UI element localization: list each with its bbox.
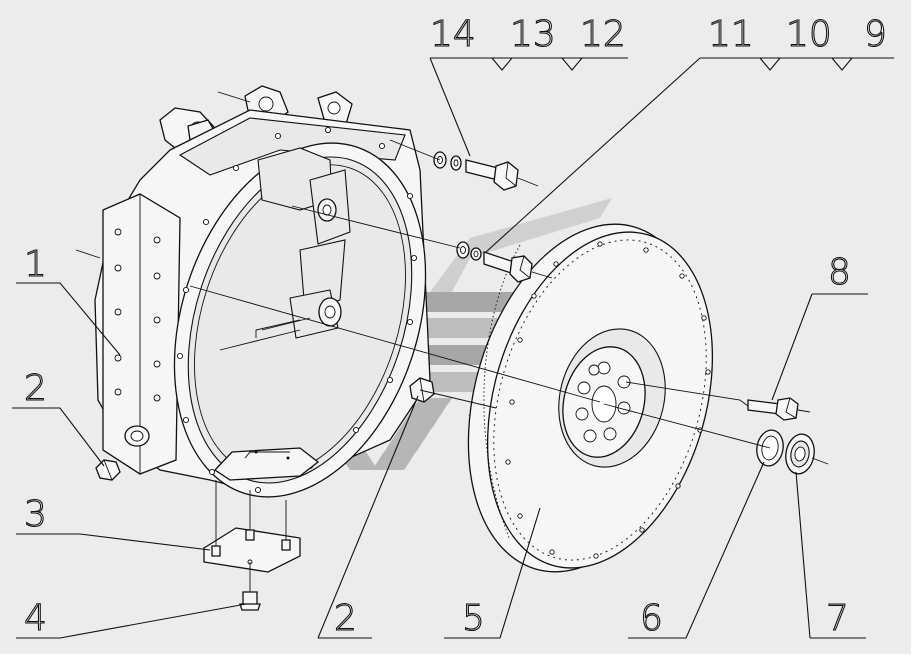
- lug-hole-right: [327, 101, 341, 115]
- hub-bolt-holes: [575, 361, 631, 443]
- callout-labels: 14 13 12 11 10 9 1 2 3 4 2 5 6 7 8: [23, 13, 887, 639]
- cover-bolt: [239, 562, 261, 611]
- assembly-axis-lines: [75, 91, 829, 465]
- callout-8: 8: [828, 252, 851, 293]
- bolt-set-middle: [456, 241, 533, 283]
- callout-12: 12: [580, 14, 626, 55]
- bearing: [785, 433, 815, 475]
- housing-bottom-pan: [213, 447, 320, 481]
- bolt-set-upper: [433, 151, 519, 191]
- housing-top-rim: [178, 117, 406, 176]
- callout-9: 9: [864, 14, 887, 55]
- callout-2-right: 2: [334, 598, 357, 639]
- seal-ring: [756, 429, 784, 467]
- callout-5: 5: [462, 598, 485, 639]
- callout-6: 6: [640, 598, 663, 639]
- rim-holes: [505, 241, 711, 559]
- side-block-holes: [114, 228, 161, 402]
- bolt-8: [747, 397, 799, 421]
- callout-14: 14: [430, 14, 476, 55]
- flywheel-housing: [94, 85, 431, 498]
- bolt-12-shank: [465, 159, 499, 181]
- callout-2-left: 2: [24, 368, 47, 409]
- drain-plug-right: [409, 377, 435, 403]
- callout-10: 10: [786, 14, 832, 55]
- lug-hole-top: [258, 96, 274, 112]
- callout-7: 7: [826, 598, 849, 639]
- callout-1: 1: [24, 244, 47, 285]
- drain-plug-left: [95, 459, 121, 481]
- callout-13: 13: [510, 14, 556, 55]
- callout-3: 3: [24, 494, 47, 535]
- callout-11: 11: [708, 14, 754, 55]
- cover-plate: [203, 480, 301, 573]
- leader-lines: [12, 57, 894, 639]
- bolt-9-head: [509, 255, 533, 283]
- callout-4: 4: [24, 598, 47, 639]
- bolt-9-shank: [483, 251, 515, 275]
